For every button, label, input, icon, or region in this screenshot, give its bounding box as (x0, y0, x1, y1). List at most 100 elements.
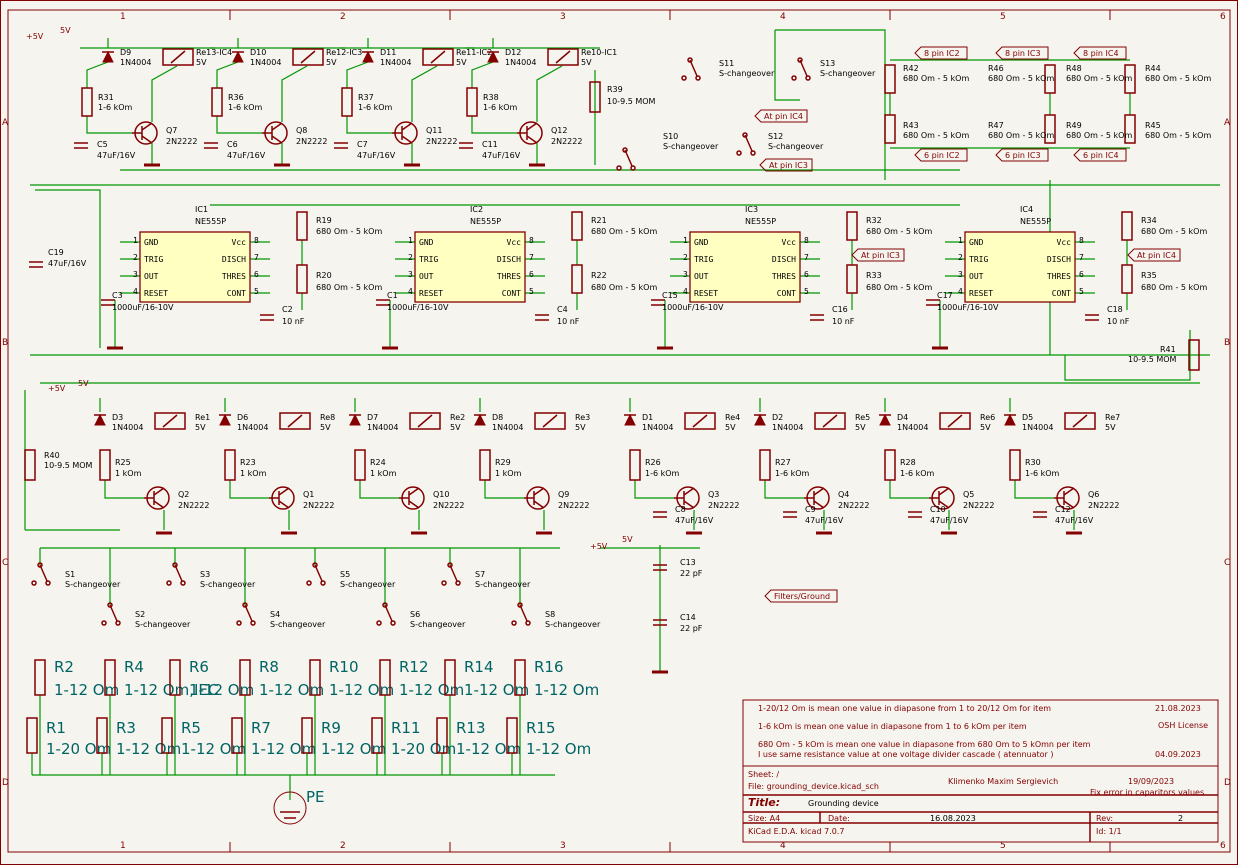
label: 5V (622, 535, 633, 544)
net-label-text: 6 pin IC4 (1083, 151, 1119, 160)
flyback-diode (879, 413, 891, 426)
label: 47uF/16V (97, 151, 136, 160)
label: 5V (855, 423, 866, 432)
label: Q7 (166, 126, 177, 135)
net-label (759, 158, 813, 172)
label: 1-20 Om (46, 740, 111, 758)
changeover-switch (107, 602, 113, 608)
relay-coil (534, 412, 566, 430)
collector (938, 487, 950, 496)
flyback-diode (362, 50, 374, 63)
collector (526, 122, 538, 131)
label: 680 Om - 5 kOm (1141, 227, 1207, 236)
row-marker: A (2, 118, 9, 128)
relay-slash (300, 50, 316, 64)
pin-label: THRES (497, 272, 521, 281)
label: R29 (495, 458, 511, 467)
label: +5V (26, 32, 44, 41)
label: Fix error in caparitors values (1090, 788, 1204, 797)
earth-symbol (273, 791, 307, 825)
label: 1N4004 (367, 423, 398, 432)
flyback-diode (232, 50, 244, 63)
label: 1 kOm (370, 469, 397, 478)
label: Sheet: / (748, 770, 779, 779)
label: C18 (1107, 305, 1123, 314)
label: 2N2222 (178, 501, 209, 510)
label: 1-6 kOm (483, 103, 518, 112)
resistor (506, 717, 518, 754)
label: 2N2222 (1088, 501, 1119, 510)
label: R39 (607, 85, 623, 94)
resistor (1044, 114, 1056, 144)
ne555-ic (964, 231, 1076, 303)
resistor (309, 659, 321, 696)
resistor (81, 87, 93, 117)
wire (764, 480, 804, 499)
resistor (1124, 64, 1136, 94)
label: S-changeover (663, 142, 719, 151)
resistor (104, 659, 116, 696)
label: 47uF/16V (1055, 516, 1094, 525)
flyback-diode (349, 413, 361, 426)
relay-coil (547, 48, 579, 66)
switch-contact (390, 620, 396, 626)
label: 1-6 kOm (900, 469, 935, 478)
label: 2N2222 (963, 501, 994, 510)
label: D4 (897, 413, 908, 422)
switch-contact (320, 580, 326, 586)
label: R8 (259, 658, 279, 676)
label: Q9 (558, 490, 569, 499)
label: 680 Om - 5 kOm (1145, 74, 1211, 83)
label: 680 Om - 5 kOm (866, 227, 932, 236)
label: 6 (1079, 270, 1084, 279)
wire (104, 480, 144, 499)
relay-slash (170, 50, 186, 64)
label: RESET (694, 289, 718, 298)
flyback-diode (94, 413, 106, 426)
label: R42 (903, 64, 919, 73)
resistor (589, 81, 601, 113)
switch-contact (616, 165, 622, 171)
label: +5V (590, 542, 608, 551)
emitter (408, 500, 420, 509)
resistor (884, 114, 896, 144)
switch-contact (511, 620, 517, 626)
emitter (141, 135, 153, 144)
label: 47uF/16V (675, 516, 714, 525)
changeover-switch (797, 57, 803, 63)
label: C15 (662, 291, 678, 300)
label: Q3 (708, 490, 719, 499)
emitter (938, 500, 950, 509)
net-label-text: At pin IC3 (769, 161, 808, 170)
label: Re5 (855, 413, 870, 422)
label: 22 pF (680, 569, 703, 578)
middle: IC3 (745, 205, 758, 214)
label: PE (306, 788, 325, 806)
wire (774, 30, 800, 101)
label: Q2 (178, 490, 189, 499)
resistor (371, 717, 383, 754)
column-marker: 6 (1220, 841, 1226, 851)
label: 5V (320, 423, 331, 432)
row-marker: B (2, 338, 8, 348)
relay-coil (162, 48, 194, 66)
label: 47uF/16V (930, 516, 969, 525)
resistor (759, 449, 771, 481)
label: S-changeover (545, 620, 601, 629)
collector (1063, 487, 1075, 496)
relay-coil (422, 48, 454, 66)
middle: NE555P (1020, 217, 1051, 226)
wire (536, 65, 563, 122)
switch-contact (525, 620, 531, 626)
switch-contact (180, 580, 186, 586)
label: 4 (958, 287, 963, 296)
wire (86, 116, 132, 134)
row-marker: A (1224, 118, 1231, 128)
changeover-switch (172, 562, 178, 568)
resistor (1124, 114, 1136, 144)
label: S4 (270, 610, 280, 619)
label: 8 (529, 236, 534, 245)
emitter (1063, 500, 1075, 509)
label: R46 (988, 64, 1004, 73)
relay-coil (292, 48, 324, 66)
